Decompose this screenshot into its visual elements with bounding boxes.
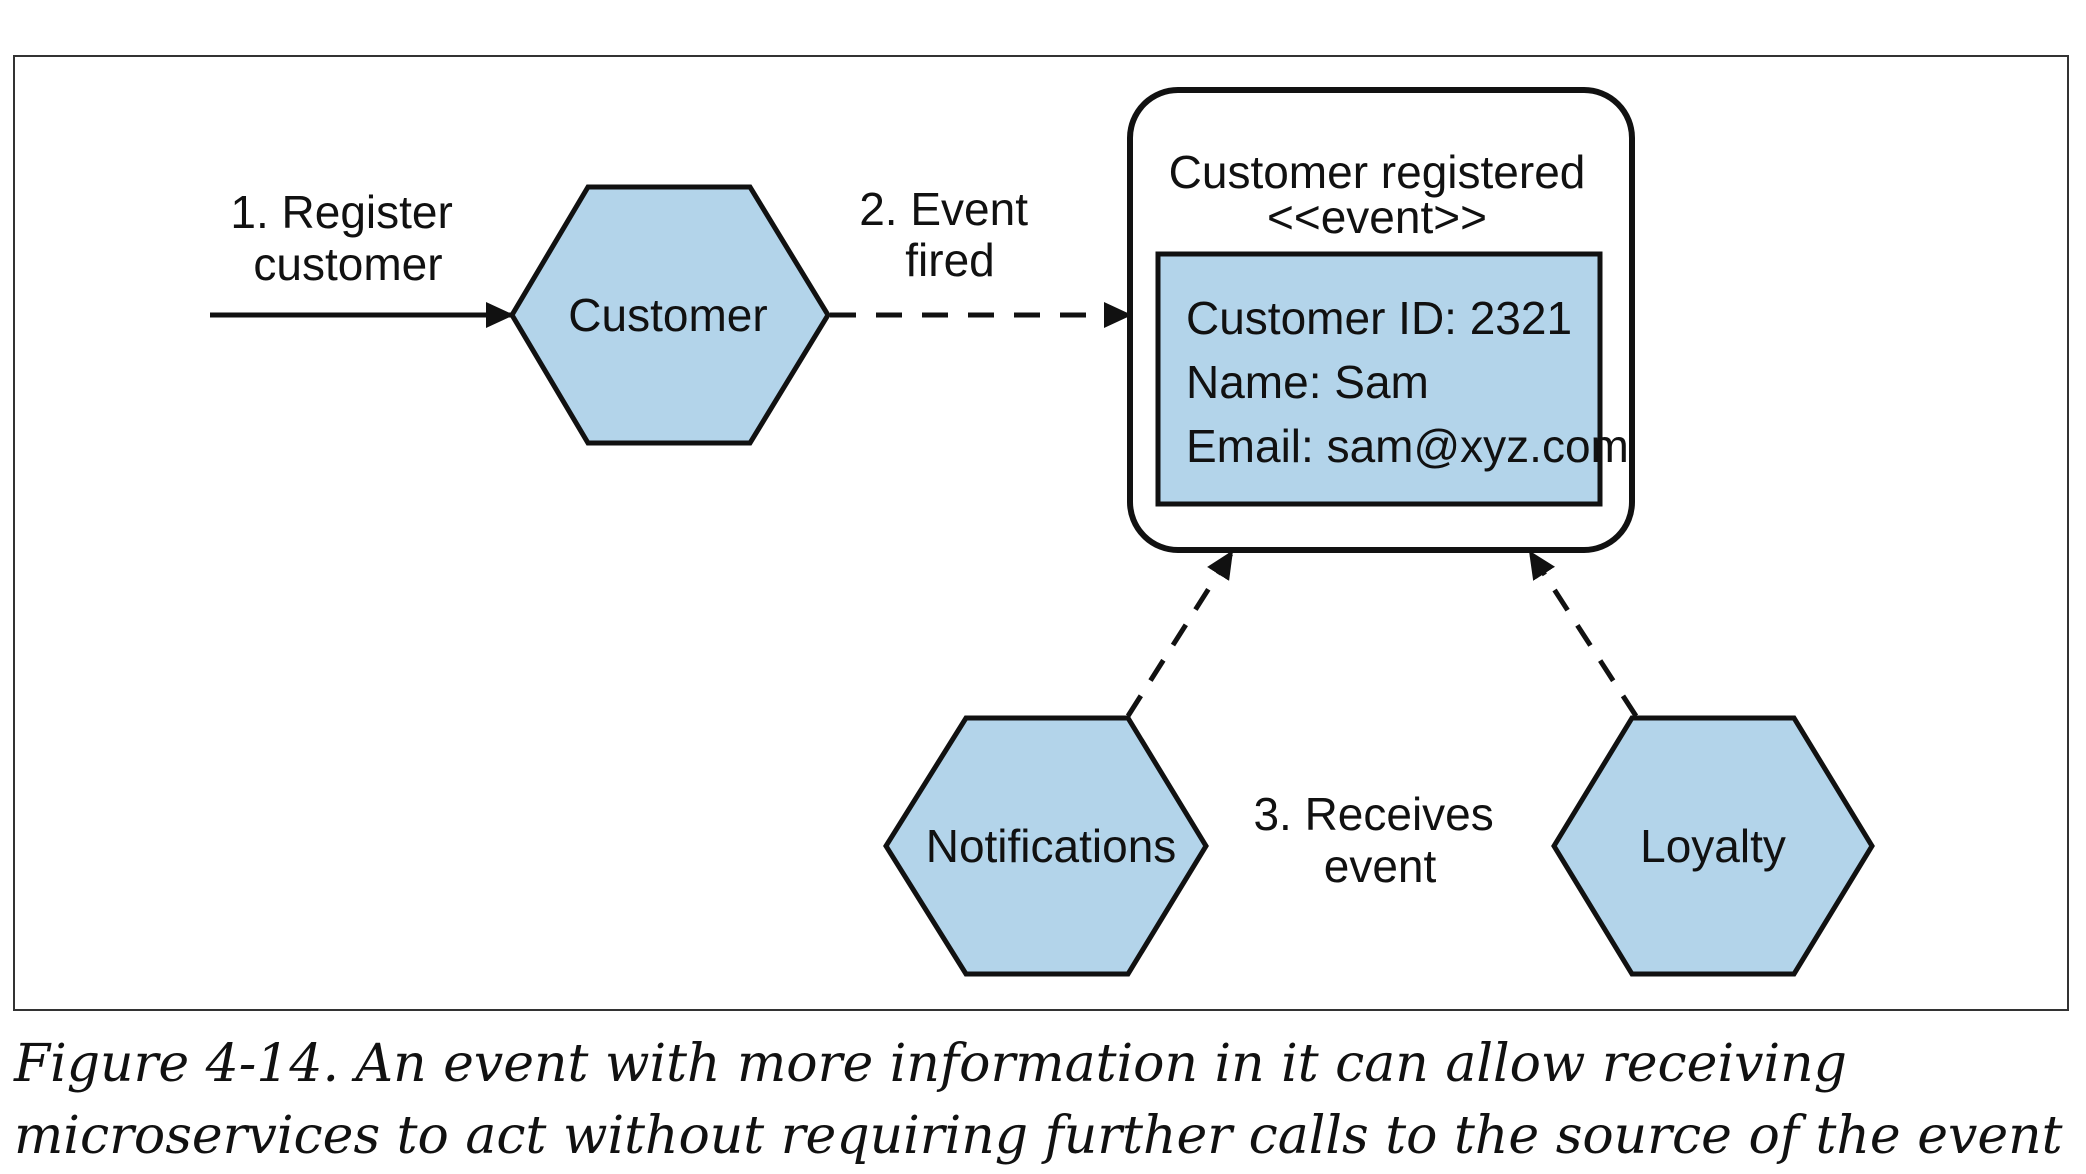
- customer-service: Customer: [509, 184, 831, 446]
- loyalty-service: Loyalty: [1551, 715, 1875, 977]
- notifications-hexagon: [883, 715, 1209, 977]
- event-field-name: Name: Sam: [1186, 356, 1429, 408]
- receives-event-label: 3. Receives event: [1253, 788, 1506, 892]
- register-customer-label: 1. Register customer: [230, 186, 465, 290]
- event-field-customer-id: Customer ID: 2321: [1186, 292, 1572, 344]
- event-stereotype: <<event>>: [1267, 191, 1487, 243]
- notifications-receive-arrow: [1125, 550, 1235, 718]
- event-card: Customer registered <<event>> Customer I…: [1127, 87, 1635, 553]
- event-title: Customer registered: [1169, 146, 1586, 198]
- customer-hexagon: [509, 184, 831, 446]
- customer-service-label: Customer: [568, 289, 767, 341]
- notifications-service: Notifications: [883, 715, 1209, 977]
- event-field-email: Email: sam@xyz.com: [1186, 420, 1629, 472]
- event-payload-box: [1155, 251, 1603, 507]
- loyalty-receive-arrow: [1527, 550, 1639, 718]
- event-fired-label: 2. Event fired: [859, 183, 1041, 286]
- loyalty-hexagon: [1551, 715, 1875, 977]
- figure-caption: Figure 4-14. An event with more informat…: [14, 1034, 2063, 1166]
- figure-frame: [13, 55, 2069, 1011]
- notifications-service-label: Notifications: [926, 820, 1177, 872]
- loyalty-service-label: Loyalty: [1640, 820, 1786, 872]
